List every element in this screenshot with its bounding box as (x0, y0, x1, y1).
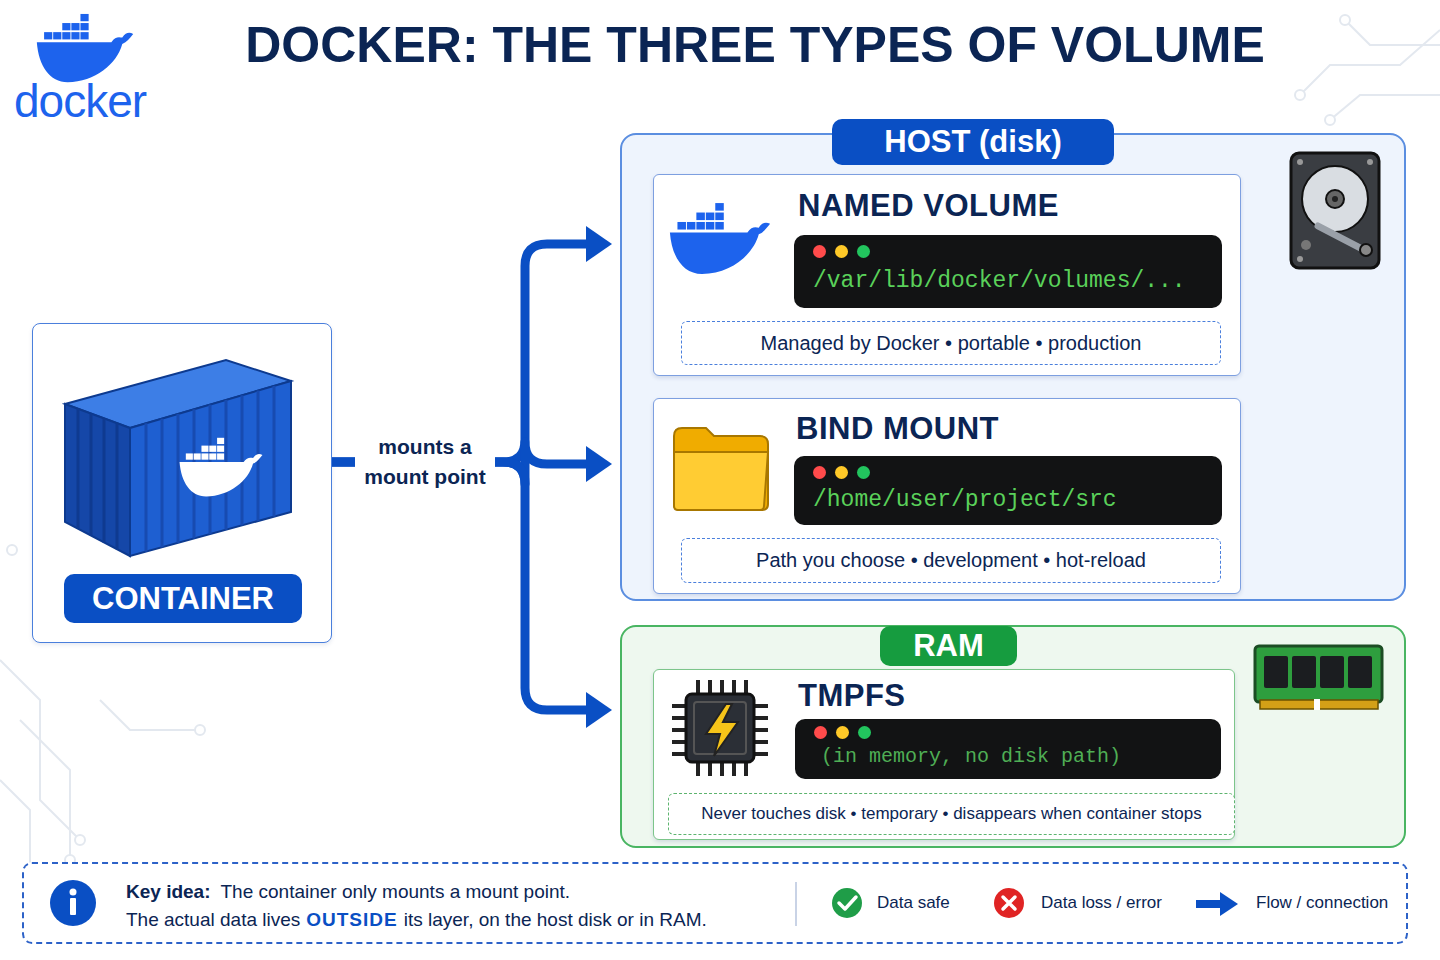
key-heading: Key idea: (126, 881, 210, 903)
volume-card: BIND MOUNT/home/user/project/srcPath you… (653, 398, 1241, 594)
diagram-title: DOCKER: THE THREE TYPES OF VOLUME (180, 16, 1330, 74)
mount-arrow (332, 244, 587, 462)
container-box: CONTAINER (32, 323, 332, 643)
legend-text: Data safe (877, 893, 950, 913)
edge-label: mounts a mount point (355, 432, 495, 492)
volume-card: TMPFS (in memory, no disk path) Never touc… (653, 669, 1235, 840)
terminal-box: (in memory, no disk path) (795, 719, 1221, 779)
host-band: HOST (disk)NAMED VOLUME/var/lib/docker/v… (620, 133, 1406, 601)
text-line: Key idea: The container only mounts a mou… (126, 881, 576, 903)
note-box: Never touches disk • temporary • disappe… (668, 793, 1235, 835)
key-idea-box: Key idea: The container only mounts a mou… (22, 862, 1408, 944)
key-text: The actual data lives (126, 909, 300, 931)
legend-text: Flow / connection (1256, 893, 1388, 913)
path-text: /home/user/project/src (813, 487, 1117, 513)
band-label: RAM (880, 626, 1017, 666)
note-box: Path you choose • development • hot-relo… (681, 538, 1221, 583)
key-emphasis: OUTSIDE (306, 909, 397, 931)
legend-text: Data loss / error (1041, 893, 1162, 913)
logo-wordmark: docker (14, 74, 146, 128)
container-label: CONTAINER (64, 574, 302, 623)
note-box: Managed by Docker • portable • productio… (681, 321, 1221, 365)
terminal-box: /var/lib/docker/volumes/... (794, 235, 1222, 308)
key-text: The container only mounts a mount point. (220, 881, 570, 903)
path-text: /var/lib/docker/volumes/... (813, 268, 1186, 294)
key-text: its layer, on the host disk or in RAM. (404, 909, 707, 931)
ram-band: RAM TMPFS (in memory, no disk path) Never t… (620, 625, 1406, 848)
card-heading: NAMED VOLUME (798, 188, 1059, 224)
card-heading: TMPFS (798, 678, 906, 714)
feature-note: Path you choose • development • hot-relo… (756, 549, 1146, 572)
volume-card: NAMED VOLUME/var/lib/docker/volumes/... M… (653, 174, 1241, 376)
mount-arrow (332, 462, 587, 710)
card-heading: BIND MOUNT (796, 411, 999, 447)
terminal-box: /home/user/project/src (794, 456, 1222, 525)
path-text: (in memory, no disk path) (821, 745, 1121, 768)
feature-note: Managed by Docker • portable • productio… (761, 332, 1142, 355)
feature-note: Never touches disk • temporary • disappe… (701, 804, 1201, 824)
band-label: HOST (disk) (832, 119, 1114, 165)
docker-logo (37, 14, 133, 82)
text-line: The actual data lives OUTSIDE its layer, o… (126, 909, 713, 931)
